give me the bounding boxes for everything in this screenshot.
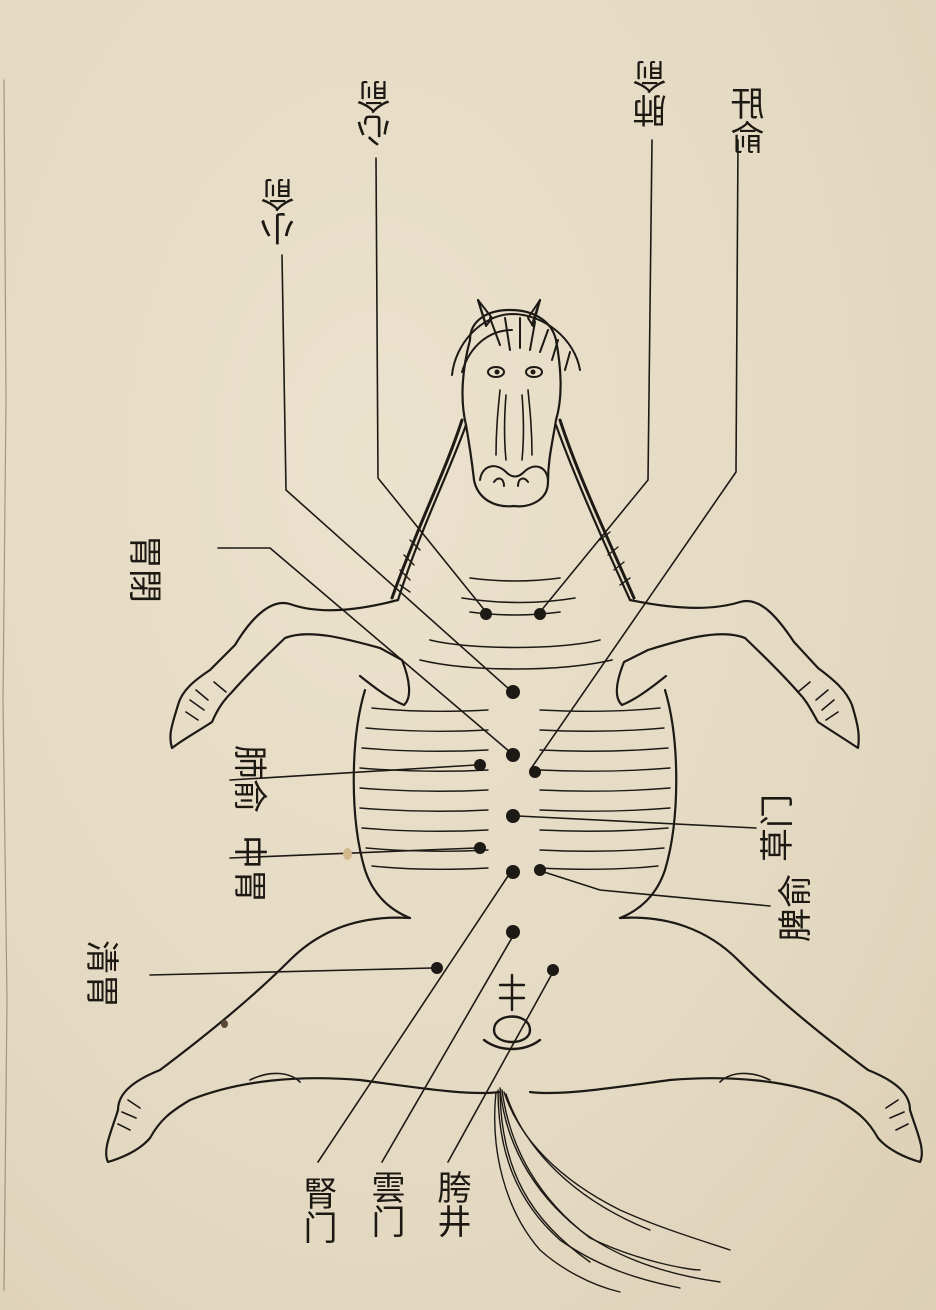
acupoint: [534, 608, 546, 620]
label-xiao-shu: 小俞: [263, 178, 300, 246]
label-zhong-wei: 中胃: [230, 835, 267, 903]
label-yun-men: 雲门: [366, 1170, 403, 1238]
acupoints: [431, 608, 559, 976]
horse-front-leg-right: [617, 600, 859, 748]
label-cao-men: 草门: [760, 794, 797, 862]
horse-ribs: [360, 708, 670, 869]
acupoint: [547, 964, 559, 976]
horse-hindquarters: [106, 918, 922, 1162]
acupoint: [480, 608, 492, 620]
horse-chest: [420, 640, 612, 669]
page-edge: [3, 80, 7, 1290]
label-wei-bi: 胃閉: [125, 535, 162, 603]
paper-stain: [221, 1020, 228, 1028]
leader-lines: [150, 140, 770, 1162]
horse-barrel: [354, 690, 677, 918]
label-kua-jing: 胯井: [432, 1170, 469, 1238]
horse-front-leg-left: [170, 600, 409, 748]
horse-muzzle: [480, 466, 548, 486]
label-fei-shu-top: 肺俞: [635, 60, 672, 128]
horse-tail: [495, 1088, 730, 1292]
label-fei-shu-left: 肺俞: [230, 745, 267, 813]
acupoint: [534, 864, 546, 876]
label-xin-shu: 心俞: [359, 80, 396, 148]
label-shen-men: 腎门: [298, 1176, 335, 1244]
label-gan-shu: 肝俞: [733, 86, 770, 154]
acupoint: [506, 685, 520, 699]
label-pi-shu: 脾俞: [778, 874, 815, 942]
paper-stain: [343, 848, 352, 860]
label-qing-wei: 清胃: [82, 940, 119, 1008]
